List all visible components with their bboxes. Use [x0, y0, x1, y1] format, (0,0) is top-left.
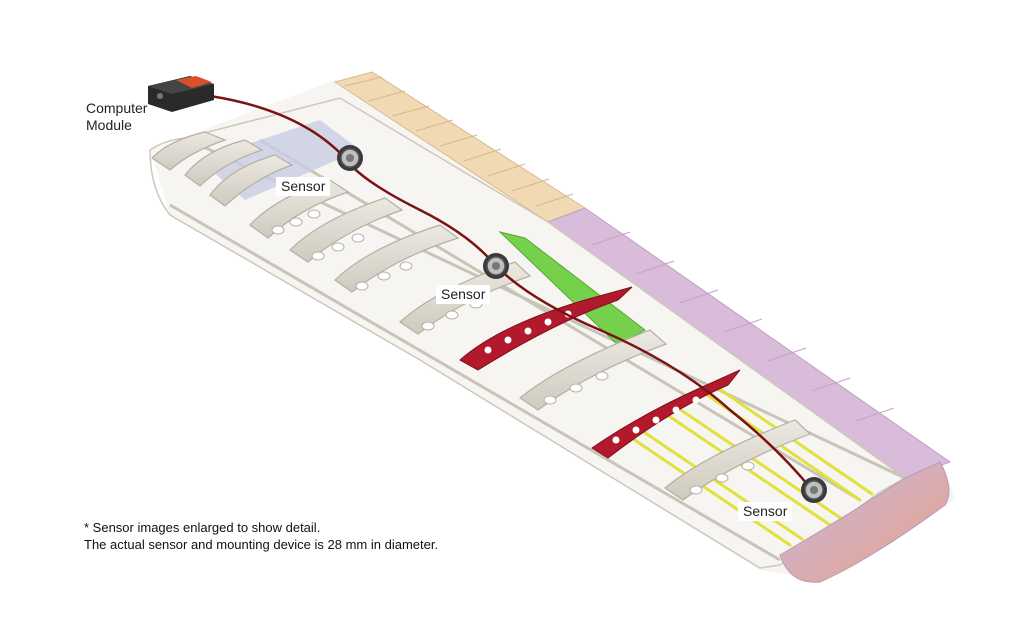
- computer-module-icon: [148, 76, 214, 112]
- highlighted-ribs: [459, 286, 741, 459]
- wing-ribs: [151, 131, 812, 501]
- wing-tip-cap: [779, 461, 950, 583]
- computer-module-label-line1: Computer: [86, 100, 148, 116]
- computer-module-label-line2: Module: [86, 117, 132, 133]
- sensor-label-2: Sensor: [436, 285, 491, 304]
- sensor-label-3: Sensor: [738, 502, 793, 521]
- sensor-disc-icon: [483, 253, 509, 279]
- footnote-line2: The actual sensor and mounting device is…: [84, 537, 439, 552]
- rib-holes: [271, 209, 755, 495]
- sensor-disc-icon: [337, 145, 363, 171]
- computer-module-label: Computer Module: [86, 100, 147, 134]
- footnote: * Sensor images enlarged to show detail.…: [84, 519, 438, 553]
- sensor-disc-icon: [801, 477, 827, 503]
- highlighted-rib-holes: [484, 310, 700, 444]
- footnote-line1: * Sensor images enlarged to show detail.: [84, 520, 321, 535]
- sensor-label-1: Sensor: [276, 177, 331, 196]
